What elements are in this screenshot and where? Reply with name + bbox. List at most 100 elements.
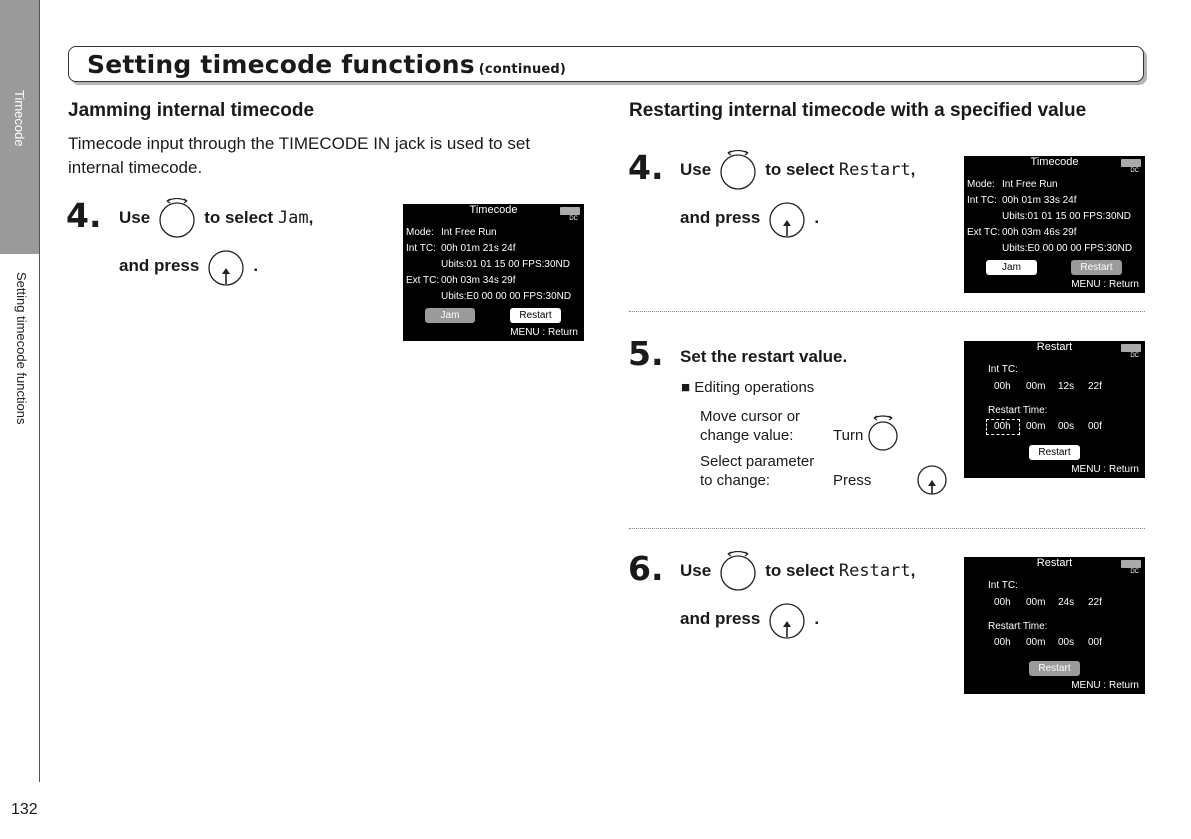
step4-number: 4. xyxy=(628,148,664,187)
int-tc-seconds: 12s xyxy=(1058,381,1075,392)
dial-turn-icon xyxy=(864,413,902,453)
battery-icon xyxy=(560,207,580,215)
mode-value: Int Free Run xyxy=(441,227,497,238)
title-bar: Setting timecode functions(continued) xyxy=(68,46,1144,82)
screen-footer: MENU : Return xyxy=(1071,680,1139,691)
restart-button[interactable]: Restart xyxy=(510,308,561,323)
step6-instruction-press: and press . xyxy=(680,599,819,639)
dial-turn-icon xyxy=(719,551,757,591)
int-tc-minutes: 00m xyxy=(1026,381,1046,392)
int-tc-frames: 22f xyxy=(1088,597,1102,608)
left-heading: Jamming internal timecode xyxy=(68,100,315,121)
int-tc-label: Int TC: xyxy=(988,580,1018,591)
screen-footer: MENU : Return xyxy=(1071,279,1139,290)
screen-footer: MENU : Return xyxy=(510,327,578,338)
restart-time-label: Restart Time: xyxy=(988,405,1048,416)
step4-instruction-press: and press . xyxy=(680,198,819,238)
step6-number: 6. xyxy=(628,549,664,588)
screen-header: Timecode xyxy=(469,204,518,216)
restart-minutes: 00m xyxy=(1026,637,1046,648)
int-tc-label: Int TC: xyxy=(967,195,997,206)
cursor-box xyxy=(986,419,1020,435)
battery-icon xyxy=(1121,159,1141,167)
restart-hours: 00h xyxy=(994,637,1011,648)
section-tab-background xyxy=(0,0,39,254)
dc-indicator: DC xyxy=(1130,168,1139,174)
int-tc-hours: 00h xyxy=(994,597,1011,608)
int-ubits: Ubits:01 01 15 00 FPS:30ND xyxy=(1002,211,1131,222)
restart-seconds[interactable]: 00s xyxy=(1058,421,1075,432)
lcd-screen-timecode-restart: Timecode DC Mode: Int Free Run Int TC: 0… xyxy=(964,156,1145,293)
ext-tc-value: 00h 03m 46s 29f xyxy=(1002,227,1077,238)
step-number: 4. xyxy=(66,196,102,235)
section-divider xyxy=(629,311,1145,312)
restart-button[interactable]: Restart xyxy=(1029,445,1080,460)
page-number: 132 xyxy=(11,801,38,818)
page-subtitle: (continued) xyxy=(478,62,567,77)
ext-ubits: Ubits:E0 00 00 00 FPS:30ND xyxy=(441,291,572,302)
mode-label: Mode: xyxy=(967,179,995,190)
left-paragraph: Timecode input through the TIMECODE IN j… xyxy=(68,134,531,177)
int-tc-value: 00h 01m 21s 24f xyxy=(441,243,516,254)
restart-button[interactable]: Restart xyxy=(1029,661,1080,676)
topic-tab-label: Setting timecode functions xyxy=(14,272,29,425)
editing-operations-heading: ■ Editing operations xyxy=(681,379,815,396)
step-instruction-press: and press . xyxy=(119,246,258,286)
restart-frames[interactable]: 00f xyxy=(1088,421,1102,432)
ext-tc-label: Ext TC: xyxy=(406,275,440,286)
dial-turn-icon xyxy=(158,198,196,238)
section-divider xyxy=(629,528,1145,529)
ext-tc-label: Ext TC: xyxy=(967,227,1001,238)
int-tc-frames: 22f xyxy=(1088,381,1102,392)
battery-icon xyxy=(1121,560,1141,568)
restart-minutes[interactable]: 00m xyxy=(1026,421,1046,432)
section-tab-label[interactable]: Timecode xyxy=(12,90,27,147)
screen-header: Restart xyxy=(1036,557,1073,569)
sidebar-divider xyxy=(39,0,40,782)
int-ubits: Ubits:01 01 15 00 FPS:30ND xyxy=(441,259,570,270)
dial-press-icon xyxy=(768,198,806,238)
battery-icon xyxy=(1121,344,1141,352)
dial-turn-icon xyxy=(719,150,757,190)
page-title: Setting timecode functions(continued) xyxy=(87,50,567,79)
jam-button[interactable]: Jam xyxy=(425,308,475,323)
step-instruction: Use to select Jam, xyxy=(119,198,313,238)
int-tc-label: Int TC: xyxy=(406,243,436,254)
int-tc-seconds: 24s xyxy=(1058,597,1075,608)
restart-hours[interactable]: 00h xyxy=(994,421,1011,432)
screen-header: Restart xyxy=(1036,341,1073,353)
mode-value: Int Free Run xyxy=(1002,179,1058,190)
right-heading: Restarting internal timecode with a spec… xyxy=(629,100,1087,121)
dc-indicator: DC xyxy=(569,216,578,222)
int-tc-minutes: 00m xyxy=(1026,597,1046,608)
dc-indicator: DC xyxy=(1130,353,1139,359)
restart-time-label: Restart Time: xyxy=(988,621,1048,632)
restart-seconds: 00s xyxy=(1058,637,1075,648)
op1-action: Turn xyxy=(833,427,864,444)
int-tc-value: 00h 01m 33s 24f xyxy=(1002,195,1077,206)
dial-press-icon xyxy=(768,599,806,639)
dc-indicator: DC xyxy=(1130,569,1139,575)
restart-frames: 00f xyxy=(1088,637,1102,648)
restart-button[interactable]: Restart xyxy=(1071,260,1122,275)
step4-instruction: Use to select Restart, xyxy=(680,150,915,190)
op1-label: Move cursor or change value: xyxy=(700,408,801,444)
int-tc-hours: 00h xyxy=(994,381,1011,392)
lcd-screen-restart-confirm: Restart DC Int TC: 00h 00m 24s 22f Resta… xyxy=(964,557,1145,694)
int-tc-label: Int TC: xyxy=(988,364,1018,375)
dial-press-icon xyxy=(913,460,951,500)
step5-number: 5. xyxy=(628,334,664,373)
op2-label: Select parameter to change: xyxy=(700,453,815,489)
step5-instruction: Set the restart value. xyxy=(680,347,848,366)
dial-press-icon xyxy=(207,246,245,286)
screen-header: Timecode xyxy=(1030,156,1079,168)
op2-action: Press xyxy=(833,472,872,489)
jam-button[interactable]: Jam xyxy=(986,260,1037,275)
mode-label: Mode: xyxy=(406,227,434,238)
ext-ubits: Ubits:E0 00 00 00 FPS:30ND xyxy=(1002,243,1133,254)
step6-instruction: Use to select Restart, xyxy=(680,551,915,591)
lcd-screen-timecode: Timecode DC Mode: Int Free Run Int TC: 0… xyxy=(403,204,584,341)
ext-tc-value: 00h 03m 34s 29f xyxy=(441,275,516,286)
lcd-screen-restart-edit: Restart DC Int TC: 00h 00m 12s 22f Resta… xyxy=(964,341,1145,478)
screen-footer: MENU : Return xyxy=(1071,464,1139,475)
